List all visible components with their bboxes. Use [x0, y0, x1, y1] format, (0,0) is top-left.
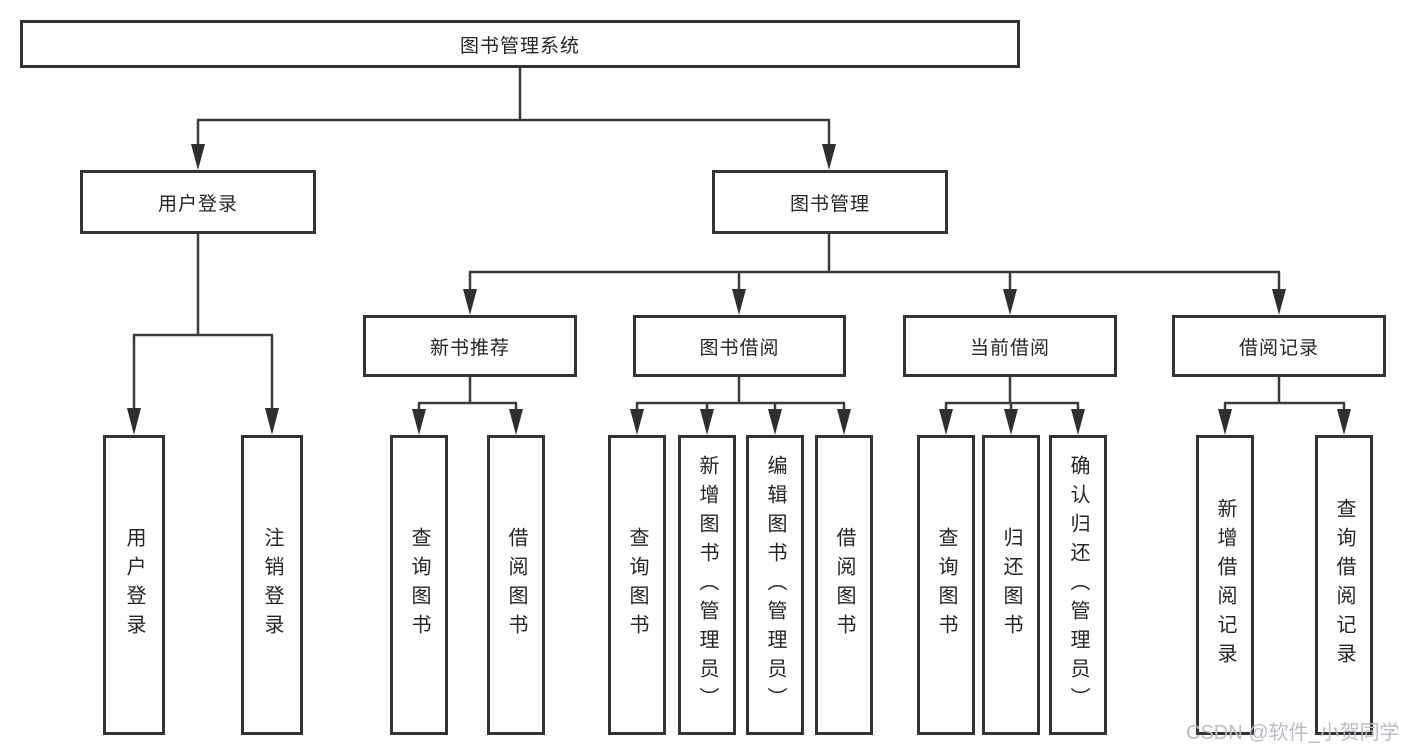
leaf-add-borrow-record: 新增借阅记录 [1196, 435, 1254, 735]
connector-book-management-children [463, 234, 1286, 315]
connector-new-book-recommend-children [412, 377, 523, 435]
leaf-query-books-borrowing-label: 查询图书 [626, 527, 648, 643]
leaf-return-books: 归还图书 [982, 435, 1040, 735]
connector-borrowing-records-children [1218, 377, 1351, 435]
leaf-logout: 注销登录 [241, 435, 303, 735]
leaf-query-books-current-label: 查询图书 [935, 527, 957, 643]
leaf-logout-label: 注销登录 [261, 527, 283, 643]
leaf-user-login-label: 用户登录 [123, 527, 145, 643]
node-new-book-recommend-label: 新书推荐 [429, 337, 510, 359]
node-current-borrowing: 当前借阅 [903, 315, 1117, 377]
node-book-management-label: 图书管理 [789, 193, 870, 215]
node-new-book-recommend: 新书推荐 [363, 315, 577, 377]
leaf-return-books-label: 归还图书 [1000, 527, 1022, 643]
leaf-query-books-borrowing: 查询图书 [608, 435, 666, 735]
node-current-borrowing-label: 当前借阅 [969, 337, 1050, 359]
node-book-management: 图书管理 [712, 170, 948, 234]
leaf-user-login: 用户登录 [103, 435, 165, 735]
leaf-query-borrow-record-label: 查询借阅记录 [1333, 498, 1355, 672]
leaf-query-books-current: 查询图书 [917, 435, 975, 735]
node-user-login: 用户登录 [80, 170, 316, 234]
node-book-borrowing: 图书借阅 [633, 315, 846, 377]
leaf-edit-books-admin-label: 编辑图书（管理员） [764, 454, 786, 716]
leaf-confirm-return-admin: 确认归还（管理员） [1049, 435, 1107, 735]
node-root: 图书管理系统 [20, 20, 1020, 68]
node-user-login-label: 用户登录 [157, 193, 238, 215]
node-book-borrowing-label: 图书借阅 [699, 337, 780, 359]
leaf-borrow-books: 借阅图书 [815, 435, 873, 735]
leaf-edit-books-admin: 编辑图书（管理员） [746, 435, 804, 735]
leaf-query-books-recommend: 查询图书 [390, 435, 448, 735]
csdn-watermark: CSDN @软件_小贺同学 [1186, 722, 1400, 744]
connector-user-login-children [127, 234, 279, 435]
leaf-add-books-admin-label: 新增图书（管理员） [696, 454, 718, 716]
leaf-add-books-admin: 新增图书（管理员） [678, 435, 736, 735]
connector-root-to-level2 [191, 68, 836, 170]
leaf-query-books-recommend-label: 查询图书 [408, 527, 430, 643]
node-borrowing-records-label: 借阅记录 [1238, 337, 1319, 359]
connector-book-borrowing-children [630, 377, 851, 435]
leaf-query-borrow-record: 查询借阅记录 [1315, 435, 1373, 735]
leaf-borrow-books-label: 借阅图书 [833, 527, 855, 643]
connector-current-borrowing-children [939, 377, 1085, 435]
leaf-borrow-books-recommend-label: 借阅图书 [505, 527, 527, 643]
node-borrowing-records: 借阅记录 [1172, 315, 1386, 377]
leaf-confirm-return-admin-label: 确认归还（管理员） [1067, 454, 1089, 716]
node-root-label: 图书管理系统 [459, 35, 580, 57]
leaf-borrow-books-recommend: 借阅图书 [487, 435, 545, 735]
leaf-add-borrow-record-label: 新增借阅记录 [1214, 498, 1236, 672]
